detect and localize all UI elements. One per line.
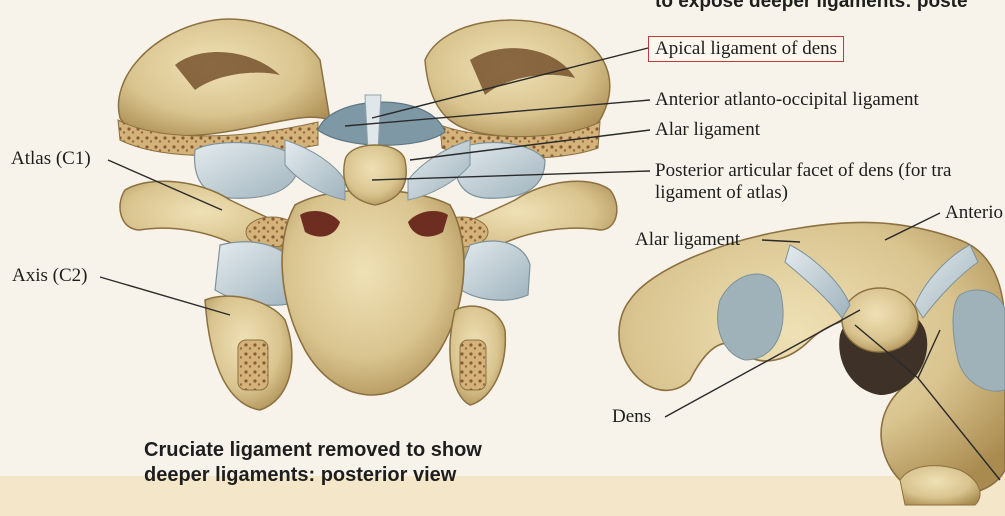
- bottom-band: [0, 476, 1005, 516]
- axis-c2-shape: [204, 189, 531, 411]
- label-apical-ligament: Apical ligament of dens: [648, 36, 845, 62]
- top-heading-fragment: to expose deeper ligaments: poste: [655, 0, 968, 12]
- leader-lines: [99, 47, 1001, 481]
- caption-line-2: deeper ligaments: posterior view: [144, 464, 457, 486]
- label-anterior-atlanto-occipital: Anterior atlanto-occipital ligament: [655, 89, 919, 110]
- figure-caption: Cruciate ligament removed to show deeper…: [144, 438, 482, 488]
- occipital-bone-right: [424, 19, 611, 159]
- anterior-atlanto-occipital-membrane: [317, 101, 446, 146]
- label-posterior-facet-line2: ligament of atlas): [655, 182, 788, 203]
- label-anterior-fragment: Anterio: [945, 202, 1004, 223]
- label-atlas: Atlas (C1): [11, 148, 91, 169]
- label-dens: Dens: [612, 406, 652, 427]
- atlas-superior-view: [618, 221, 1005, 506]
- occipital-bone-left: [117, 18, 331, 157]
- label-alar-ligament-top: Alar ligament: [655, 119, 760, 140]
- label-posterior-facet-line1: Posterior articular facet of dens (for t…: [655, 160, 952, 181]
- label-axis: Axis (C2): [12, 265, 88, 286]
- caption-line-1: Cruciate ligament removed to show: [144, 439, 482, 461]
- label-alar-ligament-right: Alar ligament: [635, 229, 740, 250]
